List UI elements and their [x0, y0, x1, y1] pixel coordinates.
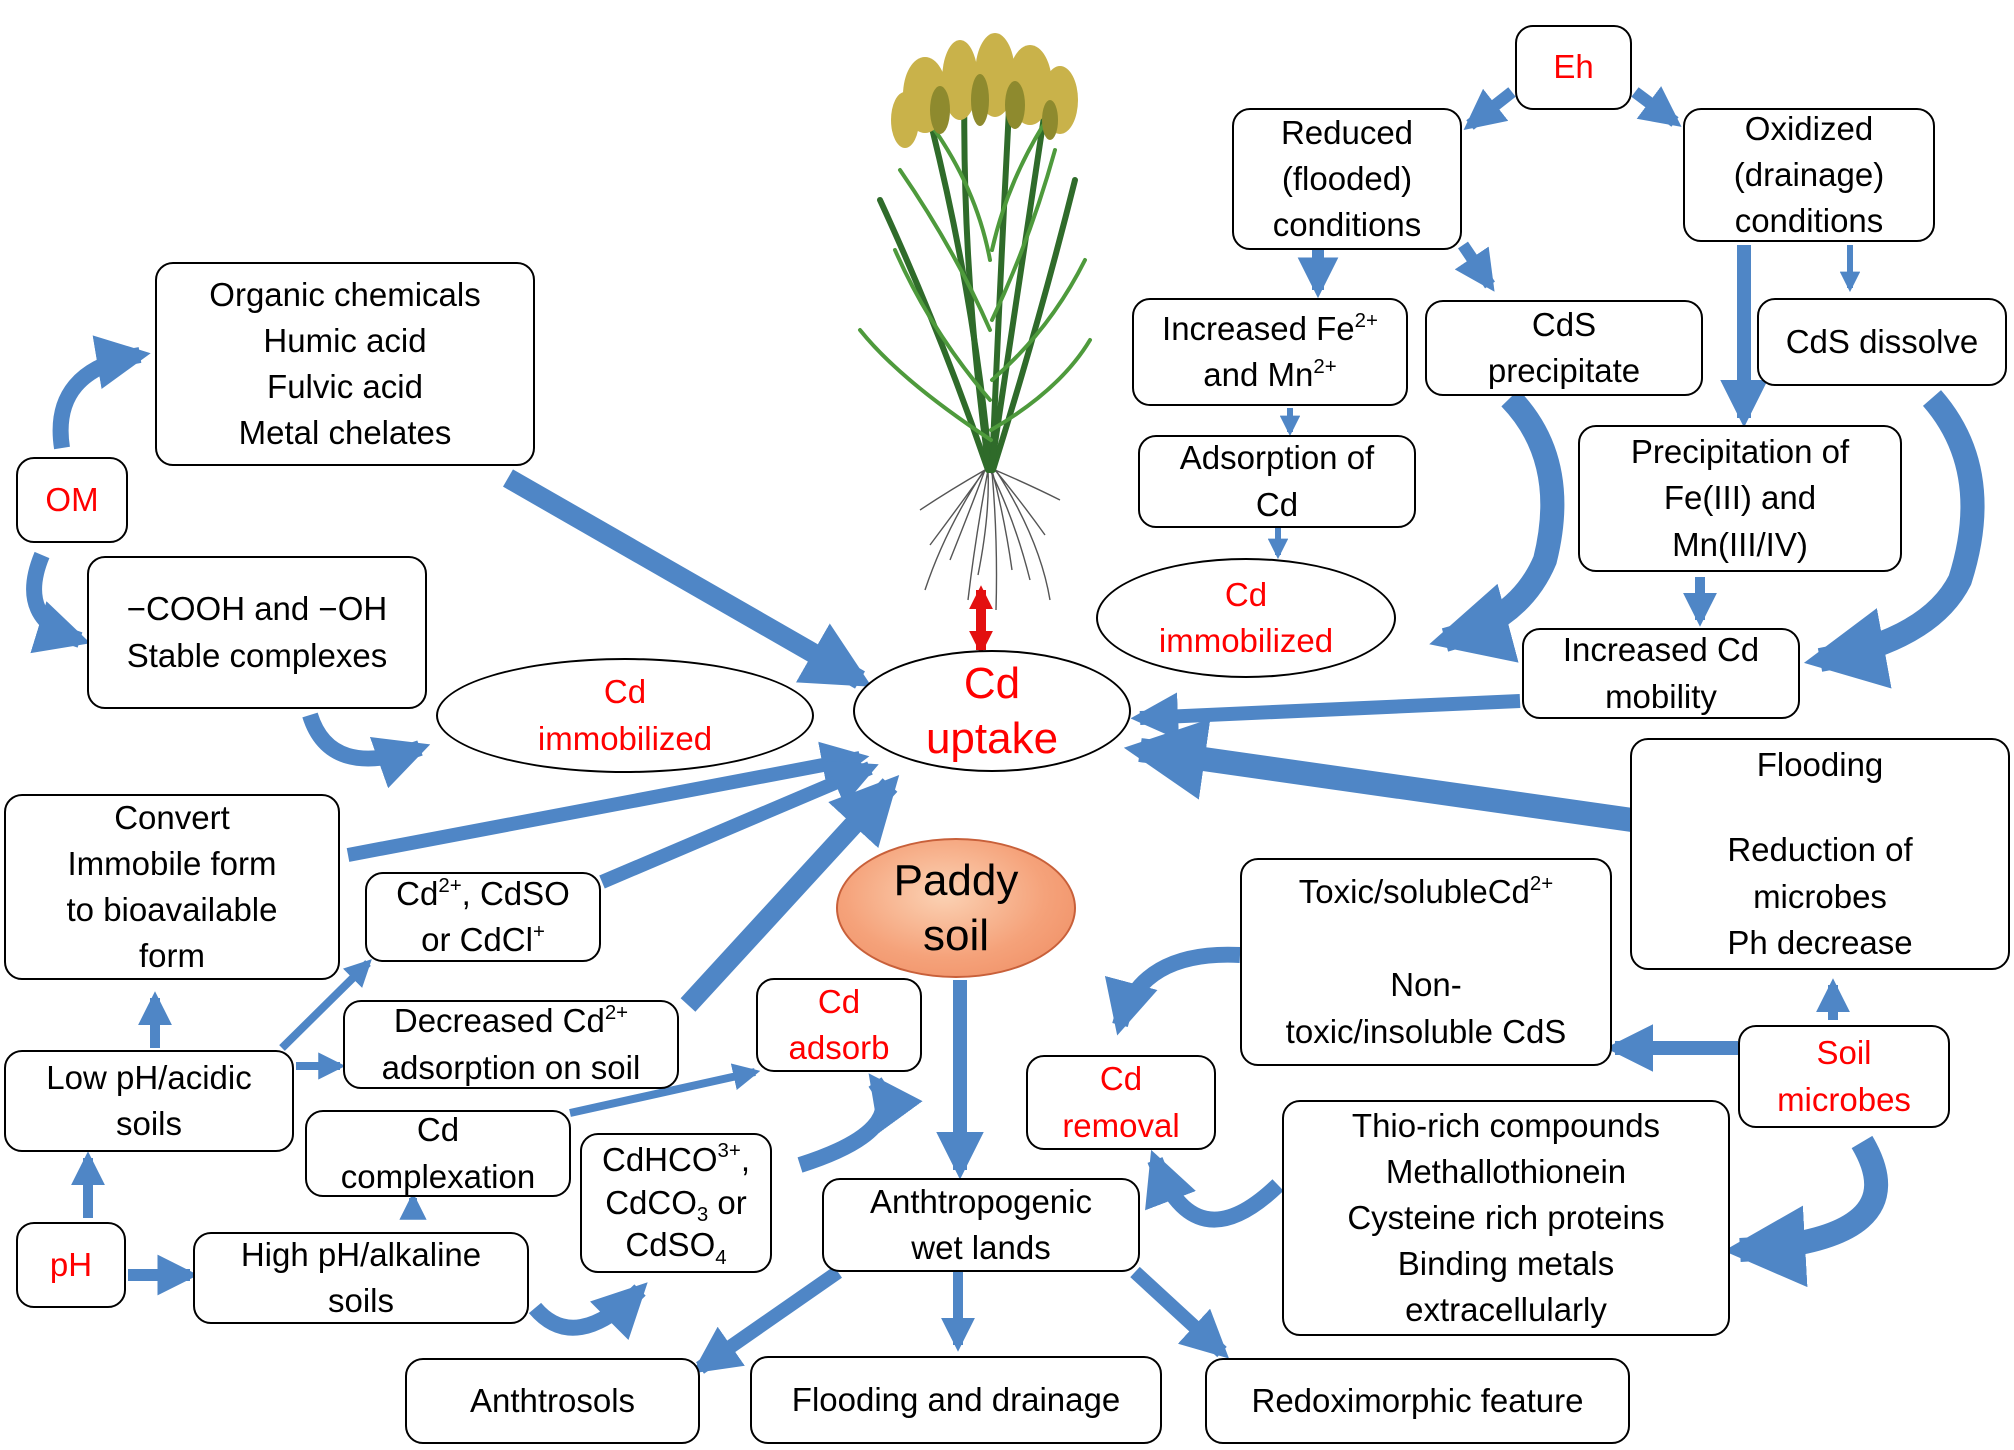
eh-flow-arrows — [1267, 86, 1985, 689]
paddy-soil-arrows — [692, 980, 1230, 1374]
om-flow-arrows — [26, 335, 431, 789]
flooding-drainage-node: Flooding and drainage — [750, 1356, 1162, 1444]
ph-flow-arrows — [70, 959, 923, 1341]
oxidized-conditions-node: Oxidized(drainage)conditions — [1683, 108, 1935, 242]
toxic-soluble-cd-node: Toxic/solubleCd2+ Non-toxic/insoluble Cd… — [1240, 858, 1612, 1066]
reduced-conditions-node: Reduced(flooded)conditions — [1232, 108, 1462, 250]
om-node: OM — [16, 457, 128, 543]
uptake-arrows — [346, 469, 1634, 1012]
rice-plant-image — [858, 33, 1092, 611]
cd-species-node: Cd2+, CdSO or CdCl+ — [365, 872, 601, 962]
cd-carbonates-node: CdHCO3+, CdCO3 or CdSO4 — [580, 1133, 772, 1273]
microbe-flow-arrows — [1104, 946, 1889, 1288]
eh-node: Eh — [1515, 25, 1632, 110]
cds-dissolve-node: CdS dissolve — [1757, 298, 2007, 386]
decreased-cd-adsorption-node: Decreased Cd2+ adsorption on soil — [343, 1000, 679, 1089]
redoximorphic-feature-node: Redoximorphic feature — [1205, 1358, 1630, 1444]
increased-fe-mn-node: Increased Fe2+ and Mn2+ — [1132, 298, 1408, 406]
ph-node: pH — [16, 1222, 126, 1308]
anthrosols-node: Anthtrosols — [405, 1358, 700, 1444]
